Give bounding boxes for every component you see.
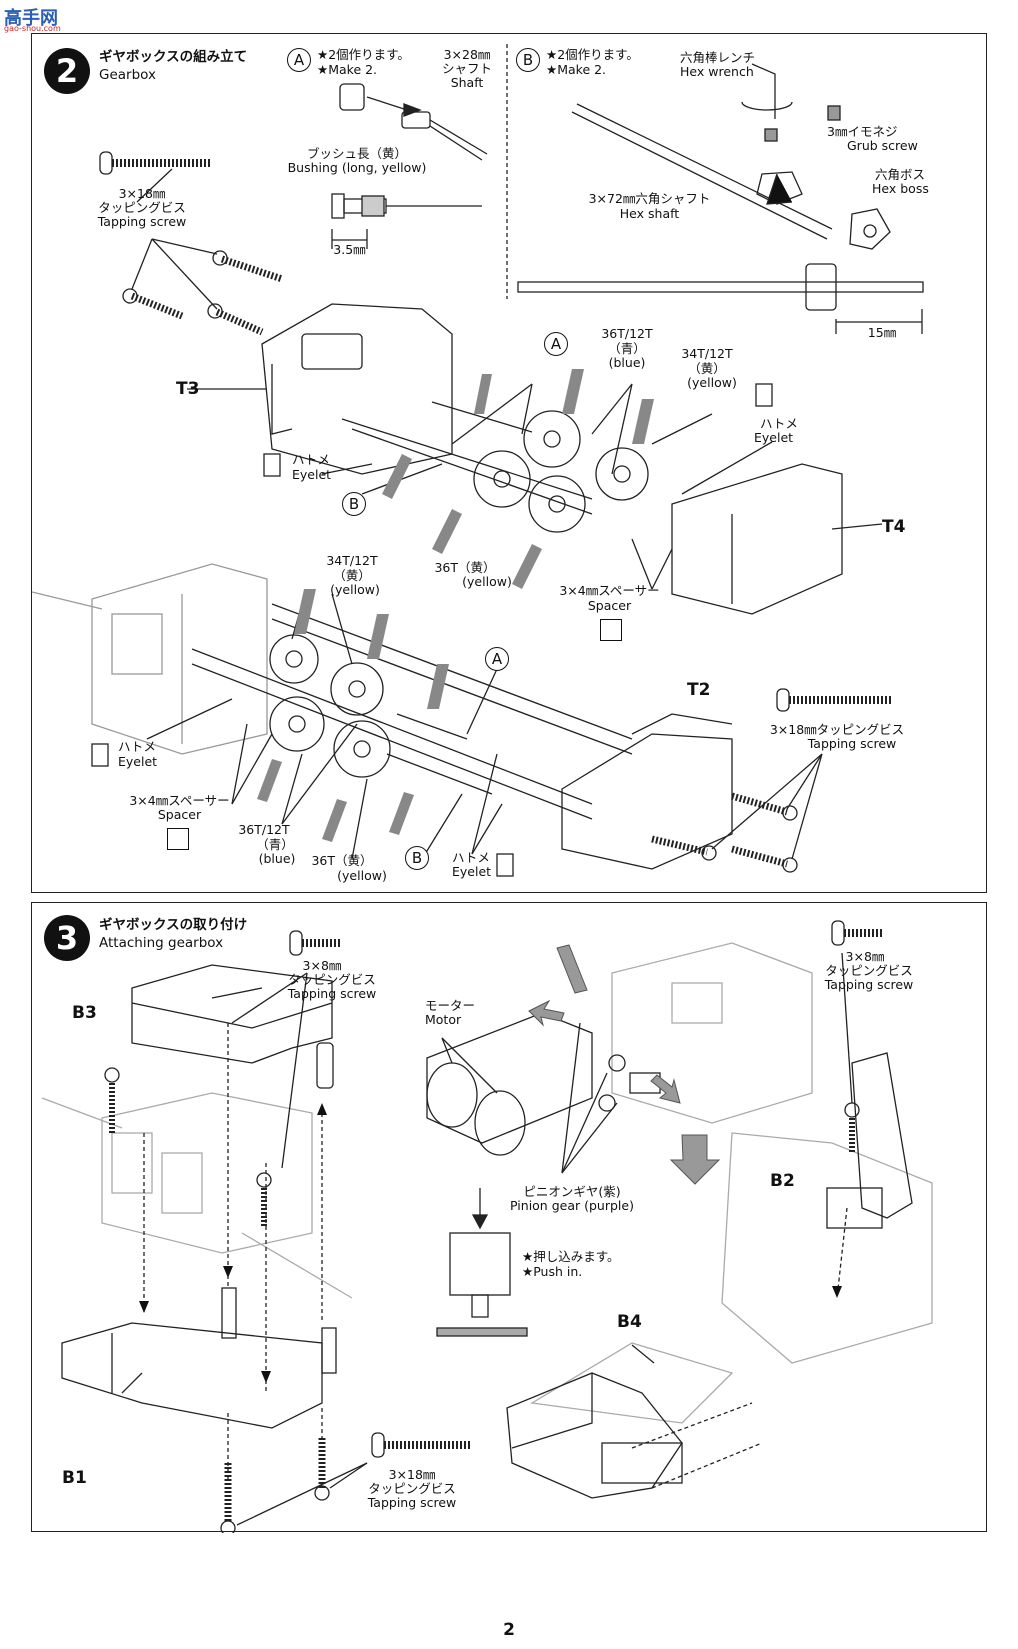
hex-boss-en: Hex boss — [872, 181, 929, 196]
gear-34-12-bottom-col-en: (yellow) — [330, 582, 380, 597]
eyelet-top-right-jp: ハトメ — [760, 416, 798, 431]
part-b1: B1 — [62, 1468, 87, 1488]
bushing-en: Bushing (long, yellow) — [287, 160, 427, 175]
screw-right-jp: 3×18㎜タッピングビス — [769, 722, 905, 737]
step3-number: 3 — [44, 915, 90, 961]
bushing-jp: ブッシュ長（黄） — [306, 146, 407, 161]
hex-boss-dim: 15㎜ — [867, 325, 897, 340]
page-number: 2 — [503, 1620, 515, 1640]
grub-screw-jp: 3㎜イモネジ — [827, 124, 898, 139]
hex-wrench-jp: 六角棒レンチ — [680, 50, 756, 65]
screw-8-left-jp: タッピングビス — [288, 972, 376, 987]
push-in-en: ★Push in. — [522, 1264, 583, 1279]
gear-36-top-jp: 36T（黄） — [434, 560, 496, 575]
spacer-top-jp: 3×4㎜スペーサー — [559, 583, 660, 598]
eyelet-bottom-left-jp: ハトメ — [118, 739, 156, 754]
gear-36-bottom-col-en: (yellow) — [337, 868, 387, 883]
screw-18-size: 3×18㎜ — [388, 1467, 436, 1482]
spacer-top-en: Spacer — [587, 598, 632, 613]
substep-a-note-en: ★Make 2. — [317, 62, 378, 77]
hex-shaft-jp: 3×72㎜六角シャフト — [588, 191, 711, 206]
grub-screw-en: Grub screw — [847, 138, 918, 153]
watermark-url: gao-shou.com — [4, 24, 61, 33]
screw-18-jp: タッピングビス — [368, 1481, 456, 1496]
screw-8-right-jp: タッピングビス — [825, 963, 913, 978]
step2-illustration — [32, 44, 924, 877]
gear-36-12-top-jp: 36T/12T — [601, 326, 653, 341]
push-in-jp: ★押し込みます。 — [522, 1249, 620, 1264]
bushing-dim: 3.5㎜ — [333, 242, 366, 257]
gear-34-12-bottom-jp: 34T/12T — [326, 553, 378, 568]
exploded-mark-a-bottom: A — [485, 647, 509, 671]
exploded-mark-b-bottom: B — [405, 846, 429, 870]
gear-36-12-bottom-jp: 36T/12T — [238, 822, 290, 837]
gear-34-12-bottom-col-jp: （黄） — [333, 568, 371, 583]
pinion-jp: ピニオンギヤ(紫) — [523, 1184, 621, 1199]
gear-36-top-col-en: (yellow) — [462, 574, 512, 589]
part-b2: B2 — [770, 1171, 795, 1191]
spacer-bottom-box — [167, 828, 189, 850]
shaft-28-jp: シャフト — [441, 61, 492, 76]
eyelet-top-left-en: Eyelet — [292, 467, 332, 482]
screw-top-jp: タッピングビス — [98, 200, 186, 215]
hex-wrench-en: Hex wrench — [680, 64, 754, 79]
screw-8-left-en: Tapping screw — [287, 986, 377, 1001]
eyelet-top-left-jp: ハトメ — [292, 452, 330, 467]
gear-36-12-top-col-jp: （青） — [608, 341, 646, 356]
step3-title-jp: ギヤボックスの取り付け — [99, 917, 248, 933]
part-b3: B3 — [72, 1003, 97, 1023]
eyelet-bottom-left-en: Eyelet — [118, 754, 158, 769]
eyelet-top-right-en: Eyelet — [754, 430, 794, 445]
part-t4: T4 — [882, 517, 906, 537]
gear-36-12-top-col-en: (blue) — [608, 355, 646, 370]
hex-shaft-en: Hex shaft — [619, 206, 680, 221]
eyelet-bottom-right-en: Eyelet — [452, 864, 492, 879]
step3-illustration — [41, 920, 933, 1533]
watermark-logo: 高手网 gao-shou.com — [4, 4, 72, 34]
part-t3: T3 — [176, 379, 200, 399]
screw-8-right-en: Tapping screw — [824, 977, 914, 992]
substep-a-mark: A — [287, 48, 311, 72]
gear-34-12-top-col-en: (yellow) — [687, 375, 737, 390]
gear-36-bottom-jp: 36T（黄） — [311, 853, 373, 868]
motor-jp: モーター — [425, 998, 476, 1013]
shaft-28-en: Shaft — [450, 75, 484, 90]
screw-8-right-size: 3×8㎜ — [845, 949, 885, 964]
exploded-mark-b-top: B — [342, 492, 366, 516]
step2-title-en: Gearbox — [99, 67, 156, 83]
hex-boss-jp: 六角ボス — [875, 167, 926, 182]
screw-right-en: Tapping screw — [807, 736, 897, 751]
substep-b-mark: B — [516, 48, 540, 72]
screw-top-en: Tapping screw — [97, 214, 187, 229]
gear-36-12-bottom-col-jp: （青） — [256, 837, 294, 852]
spacer-bottom-en: Spacer — [157, 807, 202, 822]
substep-a-note-jp: ★2個作ります。 — [317, 47, 410, 62]
watermark-site: 高手网 — [4, 8, 58, 29]
part-t2: T2 — [687, 680, 711, 700]
gear-34-12-top-jp: 34T/12T — [681, 346, 733, 361]
screw-18-en: Tapping screw — [367, 1495, 457, 1510]
gear-36-12-bottom-col-en: (blue) — [258, 851, 296, 866]
spacer-top-box — [600, 619, 622, 641]
gear-34-12-top-col-jp: （黄） — [688, 361, 726, 376]
shaft-28-size: 3×28㎜ — [443, 47, 491, 62]
step3-title-en: Attaching gearbox — [99, 935, 224, 951]
motor-en: Motor — [425, 1012, 462, 1027]
spacer-bottom-jp: 3×4㎜スペーサー — [129, 793, 230, 808]
part-b4: B4 — [617, 1312, 642, 1332]
eyelet-bottom-right-jp: ハトメ — [452, 850, 490, 865]
screw-8-left-size: 3×8㎜ — [302, 958, 342, 973]
substep-b-note-jp: ★2個作ります。 — [546, 47, 639, 62]
screw-top-size: 3×18㎜ — [118, 186, 166, 201]
step2-panel: 2 ギヤボックスの組み立て Gearbox A ★2個作ります。 ★Make 2… — [31, 33, 987, 893]
step2-title-jp: ギヤボックスの組み立て — [99, 49, 248, 65]
substep-b-note-en: ★Make 2. — [546, 62, 607, 77]
exploded-mark-a-top: A — [544, 332, 568, 356]
pinion-en: Pinion gear (purple) — [510, 1198, 634, 1213]
step3-panel: 3 ギヤボックスの取り付け Attaching gearbox 3×8㎜ タッピ… — [31, 902, 987, 1533]
step2-number: 2 — [44, 48, 90, 94]
